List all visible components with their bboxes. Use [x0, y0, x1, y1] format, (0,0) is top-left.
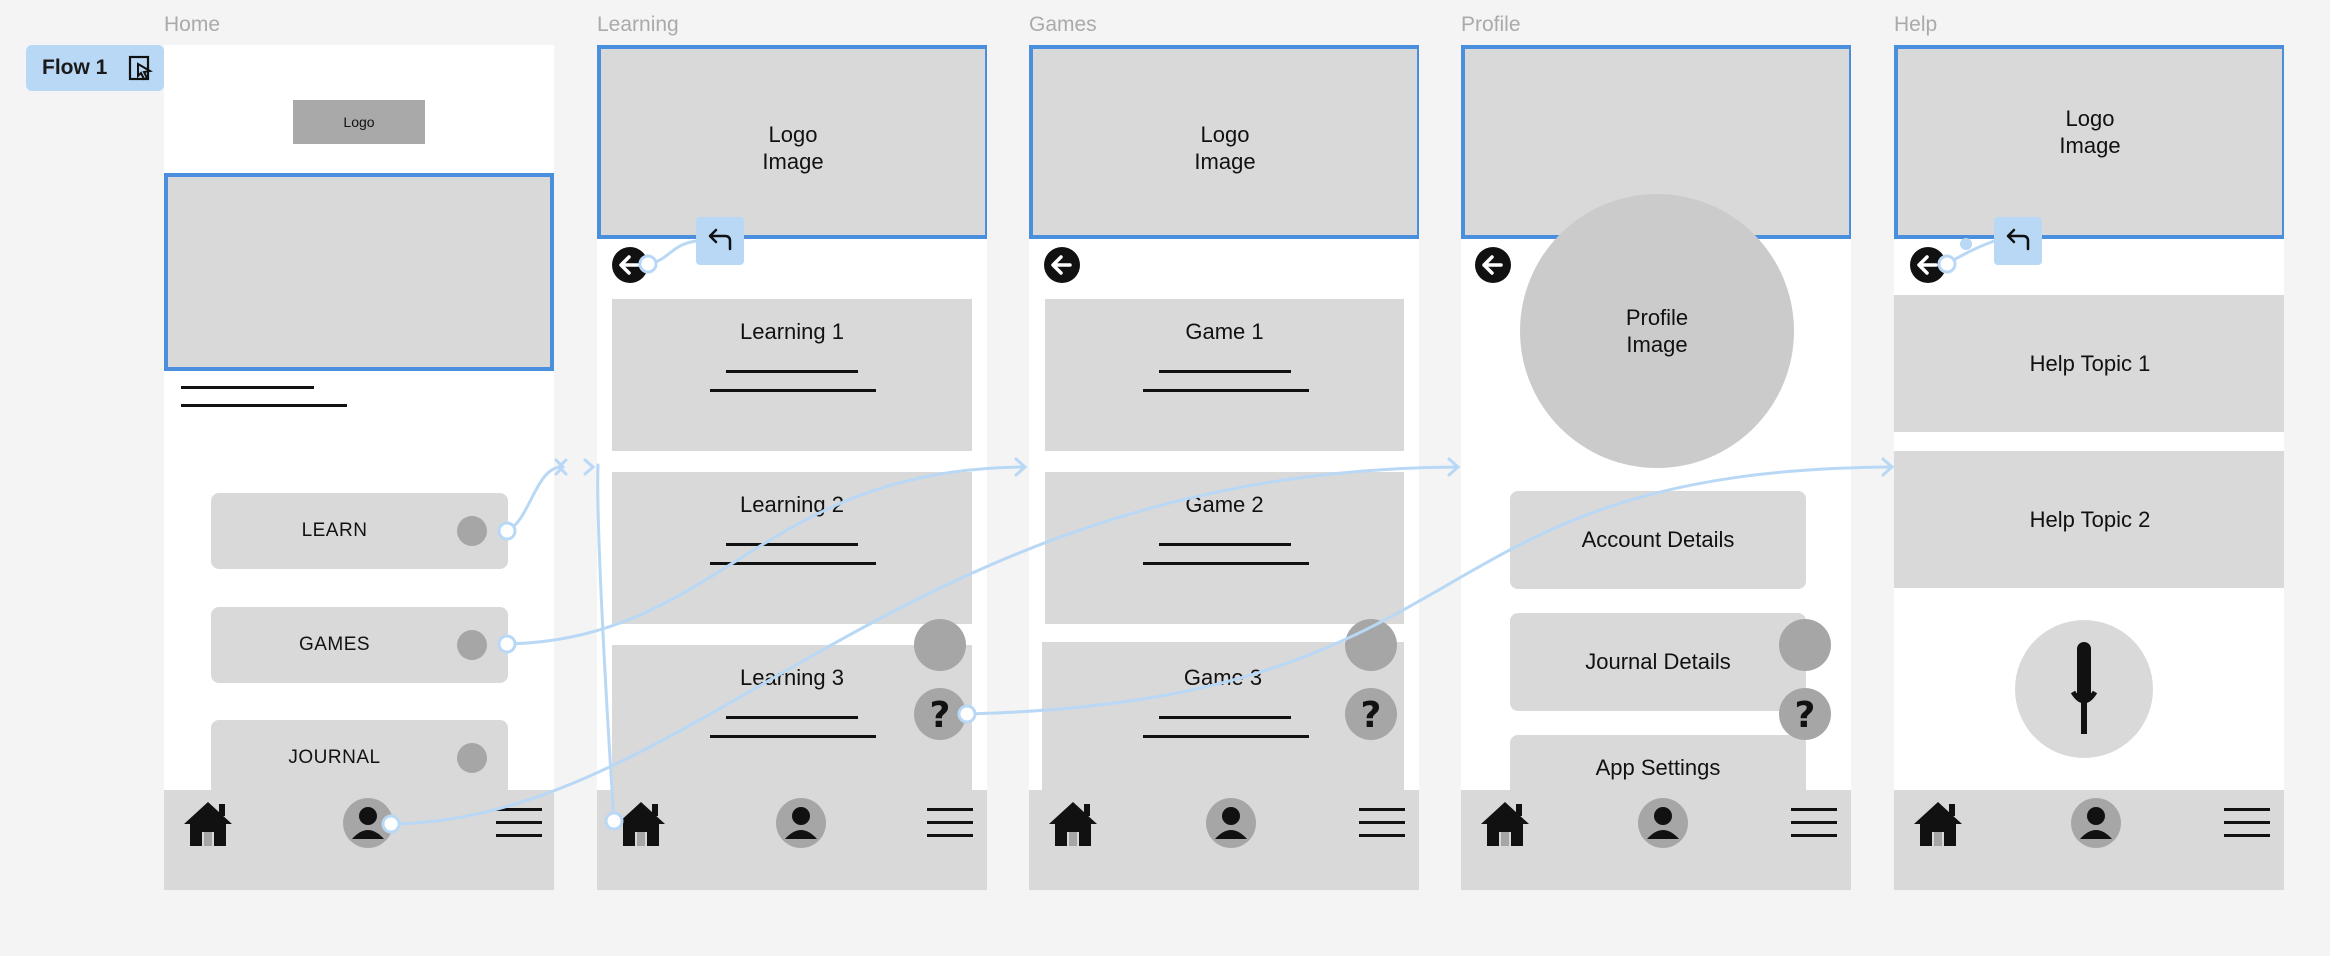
frame-help: Logo Image Help Topic 1 Help Topic 2 [1894, 45, 2284, 890]
back-arrow-icon[interactable] [1475, 247, 1511, 283]
user-icon[interactable] [2070, 797, 2122, 849]
learning-action-dot[interactable] [914, 619, 966, 671]
card-line [710, 389, 876, 392]
play-icon[interactable] [128, 55, 154, 81]
svg-text:?: ? [930, 695, 951, 736]
return-tag-learning[interactable] [696, 217, 744, 265]
back-arrow-icon[interactable] [1910, 247, 1946, 283]
help-bottom-nav [1894, 790, 2284, 890]
home-icon[interactable] [615, 800, 667, 848]
user-icon[interactable] [775, 797, 827, 849]
games-bottom-nav [1029, 790, 1419, 890]
return-icon [708, 228, 732, 251]
home-icon[interactable] [1047, 800, 1099, 848]
user-icon[interactable] [1637, 797, 1689, 849]
frame-label-profile: Profile [1461, 13, 1521, 36]
help-icon[interactable]: ? [914, 688, 966, 740]
card-line [726, 543, 858, 546]
games-button[interactable]: GAMES [211, 607, 508, 683]
connector-arrowhead [1014, 457, 1028, 477]
return-tag-help[interactable] [1994, 217, 2042, 265]
games-action-dot[interactable] [1345, 619, 1397, 671]
game-card-1-title: Game 1 [1185, 319, 1264, 344]
card-line [1159, 543, 1291, 546]
return-icon [2006, 228, 2030, 251]
help-topic-1[interactable]: Help Topic 1 [1894, 295, 2284, 432]
home-bottom-nav [164, 790, 554, 890]
card-line [1159, 716, 1291, 719]
frame-profile: Profile Image Account Details Journal De… [1461, 45, 1851, 890]
frame-games: Logo Image Game 1 Game 2 Game 3 ? [1029, 45, 1419, 890]
journal-button-dot [457, 743, 487, 773]
card-line [1143, 389, 1309, 392]
user-icon[interactable] [1205, 797, 1257, 849]
game-card-1[interactable]: Game 1 [1045, 299, 1404, 451]
journal-button-label: JOURNAL [288, 747, 381, 768]
flow-badge[interactable]: Flow 1 [26, 45, 164, 91]
card-line [1143, 562, 1309, 565]
home-text-line-2 [181, 404, 347, 407]
card-line [710, 562, 876, 565]
flow-label: Flow 1 [42, 56, 108, 79]
card-line [1143, 735, 1309, 738]
game-card-2[interactable]: Game 2 [1045, 472, 1404, 624]
card-line [1159, 370, 1291, 373]
frame-learning: Logo Image Learning 1 Learning 2 Learnin… [597, 45, 987, 890]
learning-hero-image: Logo Image [597, 45, 987, 239]
games-button-dot [457, 630, 487, 660]
menu-icon[interactable] [1359, 807, 1405, 839]
home-text-line-1 [181, 386, 314, 389]
profile-image: Profile Image [1520, 194, 1794, 468]
help-icon[interactable]: ? [1345, 688, 1397, 740]
profile-action-dot[interactable] [1779, 619, 1831, 671]
connector-arrowhead [1881, 457, 1895, 477]
card-line [710, 735, 876, 738]
games-hero-image: Logo Image [1029, 45, 1419, 239]
learning-bottom-nav [597, 790, 987, 890]
learn-button-dot [457, 516, 487, 546]
back-arrow-icon[interactable] [1044, 247, 1080, 283]
user-icon[interactable] [342, 797, 394, 849]
svg-text:?: ? [1361, 695, 1382, 736]
card-line [726, 716, 858, 719]
connector-arrowhead [554, 458, 596, 476]
frame-label-games: Games [1029, 13, 1097, 36]
menu-icon[interactable] [496, 807, 542, 839]
svg-text:?: ? [1795, 695, 1816, 736]
game-card-2-title: Game 2 [1185, 492, 1264, 517]
home-logo: Logo [293, 100, 425, 144]
help-hero-image: Logo Image [1894, 45, 2284, 239]
home-icon[interactable] [1912, 800, 1964, 848]
journal-details-button[interactable]: Journal Details [1510, 613, 1806, 711]
home-icon[interactable] [182, 800, 234, 848]
learning-card-1-title: Learning 1 [740, 319, 844, 344]
frame-label-learning: Learning [597, 13, 679, 36]
games-button-label: GAMES [298, 634, 371, 655]
learn-button[interactable]: LEARN [211, 493, 508, 569]
connector-arrowhead [1447, 457, 1461, 477]
learning-card-1[interactable]: Learning 1 [612, 299, 972, 451]
learning-card-2[interactable]: Learning 2 [612, 472, 972, 624]
frame-home: Logo LEARN GAMES JOURNAL [164, 45, 554, 890]
home-icon[interactable] [1479, 800, 1531, 848]
account-details-button[interactable]: Account Details [1510, 491, 1806, 589]
learn-button-label: LEARN [301, 520, 368, 541]
frame-label-home: Home [164, 13, 221, 36]
profile-bottom-nav [1461, 790, 1851, 890]
menu-icon[interactable] [1791, 807, 1837, 839]
back-arrow-icon[interactable] [612, 247, 648, 283]
help-icon[interactable]: ? [1779, 688, 1831, 740]
card-line [726, 370, 858, 373]
frame-label-help: Help [1894, 13, 1938, 36]
help-topic-2[interactable]: Help Topic 2 [1894, 451, 2284, 588]
microphone-icon[interactable] [2015, 620, 2153, 758]
learning-card-2-title: Learning 2 [740, 492, 844, 517]
home-hero-image [164, 173, 554, 371]
menu-icon[interactable] [927, 807, 973, 839]
app-settings-label: App Settings [1595, 755, 1721, 780]
journal-button[interactable]: JOURNAL [211, 720, 508, 796]
menu-icon[interactable] [2224, 807, 2270, 839]
